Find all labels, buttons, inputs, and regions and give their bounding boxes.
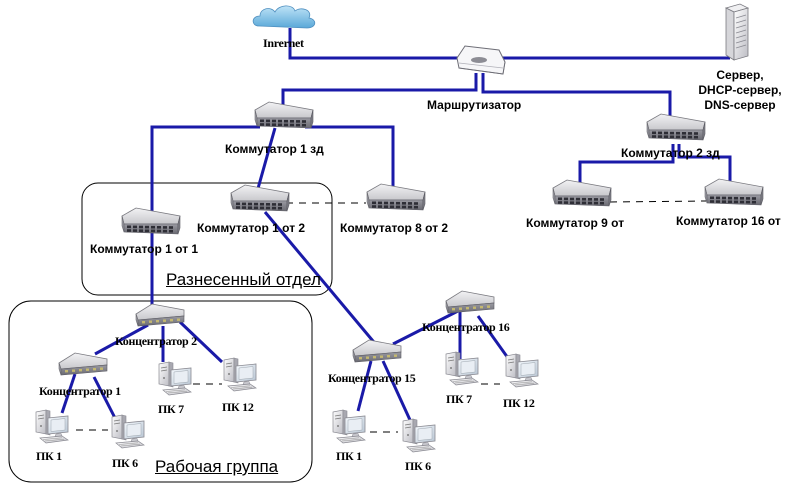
pc-icon-workgroup-pc12 (223, 357, 257, 392)
switch-icon-sw1zd (254, 101, 314, 129)
link-hub1-apc6 (92, 376, 117, 419)
hub-icon-hub1 (58, 352, 108, 376)
group-title-workgroup: Рабочая группа (155, 457, 279, 476)
pc-icon-floor-pc1 (332, 409, 366, 444)
group-box-remote-department (81, 182, 333, 296)
hub-label-hub2: Концентратор 2 (115, 334, 197, 348)
pc-label-workgroup-pc12: ПК 12 (222, 400, 254, 414)
router-icon (456, 45, 506, 75)
hub-icon-hub16 (445, 290, 495, 314)
switch-label-sw1zd: Коммутатор 1 зд (225, 142, 324, 156)
switch-label-sw9: Коммутатор 9 от (526, 216, 625, 230)
pc-label-workgroup-pc1: ПК 1 (36, 449, 62, 463)
link-sw2zd-sw16 (677, 144, 732, 184)
link-router-sw1zd (281, 73, 478, 110)
link-sw2zd-sw9 (578, 144, 675, 185)
router-label: Маршрутизатор (427, 98, 522, 112)
pc-icon-floor-pc6 (402, 418, 436, 453)
link-hub15-bpc6 (381, 360, 412, 421)
hub-icon-hub2 (135, 303, 185, 327)
server-label-line-3: DNS-сервер (704, 98, 776, 112)
link-hub2-apc12 (178, 320, 224, 364)
switch-icon-sw1of1 (121, 207, 181, 235)
pc-icon-workgroup-pc1 (35, 409, 69, 444)
pc-label-workgroup-pc7: ПК 7 (158, 402, 184, 416)
pc-icon-floor-pc12 (505, 353, 539, 388)
cloud-icon (252, 5, 316, 29)
link-hub15-bpc1 (356, 360, 373, 412)
pc-label-floor-pc7: ПК 7 (446, 392, 472, 406)
link-sw1zd-sw1of1 (150, 125, 260, 215)
link-hub15-hub16 (392, 309, 459, 346)
pc-icon-floor-pc7 (445, 351, 479, 386)
pc-label-floor-pc1: ПК 1 (336, 449, 362, 463)
switch-icon-sw1of2 (230, 184, 290, 212)
dashed-sw9-sw16 (609, 200, 707, 203)
link-internet-router (288, 28, 460, 60)
switch-label-sw8of2: Коммутатор 8 от 2 (340, 221, 449, 235)
group-title-remote-department: Разнесенный отдел (166, 270, 321, 289)
link-router-sw2zd (481, 73, 672, 120)
link-sw1zd-sw8of2 (305, 125, 395, 192)
server-icon (724, 3, 750, 61)
switch-label-sw16: Коммутатор 16 от (676, 214, 781, 228)
pc-label-workgroup-pc6: ПК 6 (112, 456, 138, 470)
link-sw1zd-sw1of2 (255, 127, 277, 193)
switch-icon-sw2zd (646, 113, 706, 141)
pc-label-floor-pc6: ПК 6 (405, 459, 431, 473)
pc-label-floor-pc12: ПК 12 (503, 396, 535, 410)
pc-icon-workgroup-pc7 (158, 361, 192, 396)
link-hub16-bpc12 (476, 315, 510, 359)
switch-label-sw1of2: Коммутатор 1 от 2 (197, 221, 306, 235)
server-label-line-1: Сервер, (716, 68, 764, 82)
switch-label-sw1of1: Коммутатор 1 от 1 (90, 242, 199, 256)
link-hub1-apc1 (60, 373, 77, 414)
switch-icon-sw16 (704, 178, 764, 206)
pc-icon-workgroup-pc6 (111, 414, 145, 449)
group-box-workgroup (8, 300, 313, 483)
server-label: Сервер, DHCP-сервер, DNS-сервер (692, 68, 788, 113)
switch-icon-sw8of2 (366, 183, 426, 211)
link-hub2-hub1 (94, 323, 149, 356)
switch-label-sw2zd: Коммутатор 2 зд (621, 146, 720, 160)
internet-label: Inrernet (263, 36, 304, 50)
hub-label-hub1: Концентратор 1 (39, 384, 121, 398)
server-label-line-2: DHCP-сервер, (698, 83, 782, 97)
hub-label-hub15: Концентратор 15 (328, 371, 416, 385)
switch-icon-sw9 (552, 179, 612, 207)
hub-label-hub16: Концентратор 16 (422, 320, 510, 334)
link-sw1of2-hub15 (263, 211, 380, 348)
